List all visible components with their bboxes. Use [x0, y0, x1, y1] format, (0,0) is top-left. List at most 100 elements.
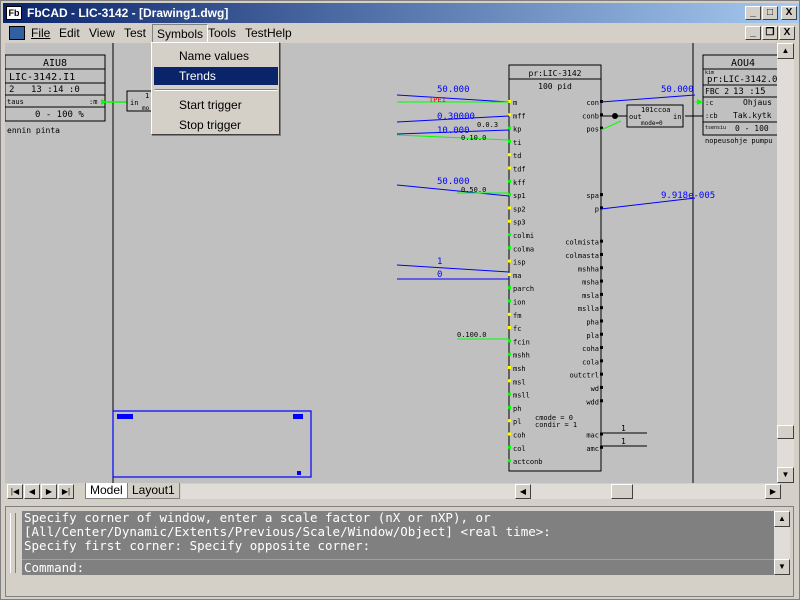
window-selection-rect[interactable]	[112, 410, 312, 478]
pid-right-pin-marker[interactable]	[600, 332, 603, 336]
pid-left-pin-marker[interactable]	[508, 445, 511, 449]
pid-left-pin-marker[interactable]	[508, 206, 511, 210]
command-window-grip[interactable]	[10, 513, 16, 573]
menu-item-name-values[interactable]: Name values	[179, 49, 250, 63]
minimize-button[interactable]: _	[745, 6, 761, 20]
pid-right-pin-marker[interactable]	[600, 292, 603, 296]
drawing-canvas[interactable]: AIU8 LIC-3142.I1 2 13 :14 :0 taus :m 0 -…	[5, 43, 777, 483]
pid-left-pin-label: ph	[513, 405, 521, 413]
pid-left-pin-label: sp1	[513, 192, 526, 200]
small-block[interactable]: 1 in mo	[126, 90, 154, 112]
doc-restore-button[interactable]: ❐	[762, 26, 778, 40]
pid-right-pin-marker[interactable]	[600, 113, 603, 117]
command-scroll-down-button[interactable]: ▼	[774, 559, 790, 575]
pid-right-pin-marker[interactable]	[600, 319, 603, 323]
pid-left-pin-marker[interactable]	[508, 166, 511, 170]
menu-file[interactable]: File	[27, 24, 54, 43]
pid-right-pin-marker[interactable]	[600, 346, 603, 350]
aiu-block[interactable]: AIU8 LIC-3142.I1 2 13 :14 :0 taus :m 0 -…	[5, 54, 106, 135]
tab-layout1[interactable]: Layout1	[127, 483, 180, 499]
aou-block[interactable]: AOU4 kim pr:LIC-3142.01 FBC 2 13 :15 :c …	[695, 54, 777, 145]
pid-left-pin-marker[interactable]	[508, 405, 511, 409]
pid-right-pin-marker[interactable]	[600, 372, 603, 376]
scroll-right-button[interactable]: ▶	[765, 484, 781, 499]
pid-right-pin-marker[interactable]	[600, 432, 603, 436]
pid-left-pin-marker[interactable]	[508, 126, 511, 130]
tab-first-button[interactable]: |◀	[7, 484, 23, 499]
pid-left-pin-marker[interactable]	[508, 272, 511, 276]
scroll-down-button[interactable]: ▼	[777, 467, 794, 483]
pid-right-pin-marker[interactable]	[600, 252, 603, 256]
tab-last-button[interactable]: ▶|	[58, 484, 74, 499]
pid-left-pin-marker[interactable]	[508, 339, 511, 343]
pid-right-pin-marker[interactable]	[600, 239, 603, 243]
pid-left-pin-marker[interactable]	[508, 379, 511, 383]
command-input[interactable]: Command:	[22, 559, 774, 575]
menu-symbols[interactable]: Symbols	[152, 24, 209, 43]
pid-right-pin-marker[interactable]	[600, 385, 603, 389]
pid-left-pin-marker[interactable]	[508, 392, 511, 396]
pid-right-pin-marker[interactable]	[600, 359, 603, 363]
scroll-left-button[interactable]: ◀	[515, 484, 531, 499]
doc-minimize-button[interactable]: _	[745, 26, 761, 40]
selection-handle-tl[interactable]	[117, 414, 133, 419]
pid-left-pin-marker[interactable]	[508, 312, 511, 316]
pid-right-pin-marker[interactable]	[600, 126, 603, 130]
menu-tools[interactable]: Tools	[204, 24, 240, 43]
canvas-vertical-scrollbar[interactable]: ▲ ▼	[777, 43, 794, 483]
pid-left-pin-marker[interactable]	[508, 246, 511, 250]
pid-left-pin-marker[interactable]	[508, 419, 511, 423]
command-scroll-up-button[interactable]: ▲	[774, 511, 790, 527]
pid-right-pin-marker[interactable]	[600, 193, 603, 197]
document-icon[interactable]	[9, 26, 25, 40]
pid-right-pin-marker[interactable]	[600, 206, 603, 210]
command-history: Specify corner of window, enter a scale …	[22, 511, 774, 559]
title-bar[interactable]: Fb FbCAD - LIC-3142 - [Drawing1.dwg] _ □…	[3, 3, 799, 23]
pid-right-pin-marker[interactable]	[600, 399, 603, 403]
selection-handle-tr[interactable]	[293, 414, 303, 419]
ccoa-block[interactable]: 101ccoa out in mode=0	[626, 104, 684, 128]
selection-handle-br[interactable]	[297, 471, 301, 475]
pid-left-pin-marker[interactable]	[508, 366, 511, 369]
pid-left-pin-marker[interactable]	[508, 233, 511, 236]
pid-left-pin-marker[interactable]	[508, 459, 511, 463]
canvas-horizontal-scrollbar[interactable]: ◀ ▶	[181, 484, 781, 499]
menu-item-start-trigger[interactable]: Start trigger	[179, 98, 242, 112]
pid-left-pin-marker[interactable]	[508, 259, 511, 263]
menu-test[interactable]: Test	[120, 24, 150, 43]
pid-left-pin-marker[interactable]	[508, 139, 511, 143]
tab-prev-button[interactable]: ◀	[24, 484, 40, 499]
pid-left-pin-marker[interactable]	[508, 100, 511, 103]
pid-left-pin-marker[interactable]	[508, 179, 511, 183]
pid-left-pin-marker[interactable]	[508, 193, 511, 197]
pid-right-pin-marker[interactable]	[600, 279, 603, 283]
aou-row2-a: FBC 2	[705, 87, 729, 96]
menu-edit[interactable]: Edit	[55, 24, 84, 43]
pid-right-pin-marker[interactable]	[600, 306, 603, 310]
pid-left-pin-marker[interactable]	[508, 352, 511, 356]
maximize-button[interactable]: □	[762, 6, 778, 20]
close-button[interactable]: X	[781, 6, 797, 20]
pid-block[interactable]: pr:LIC-3142 100 pid mmffkptitdtdfkffsp1s…	[508, 64, 603, 472]
doc-close-button[interactable]: X	[779, 26, 795, 40]
horizontal-scroll-thumb[interactable]	[611, 484, 633, 499]
tab-model[interactable]: Model	[85, 483, 128, 499]
pid-left-pin-marker[interactable]	[508, 153, 511, 157]
command-scrollbar[interactable]: ▲ ▼	[774, 511, 790, 575]
pid-left-pin-marker[interactable]	[508, 432, 511, 436]
tab-next-button[interactable]: ▶	[41, 484, 57, 499]
vertical-scroll-thumb[interactable]	[777, 425, 794, 439]
menu-testhelp[interactable]: TestHelp	[241, 24, 296, 43]
menu-item-stop-trigger[interactable]: Stop trigger	[179, 118, 242, 132]
pid-right-pin-marker[interactable]	[600, 445, 603, 449]
app-icon[interactable]: Fb	[6, 6, 22, 20]
pid-left-pin-marker[interactable]	[508, 219, 511, 223]
pid-left-pin-marker[interactable]	[508, 299, 511, 303]
pid-left-pin-marker[interactable]	[508, 113, 511, 117]
menu-view[interactable]: View	[85, 24, 119, 43]
menu-item-trends[interactable]: Trends	[154, 67, 278, 85]
scroll-up-button[interactable]: ▲	[777, 43, 794, 59]
pid-right-pin-marker[interactable]	[600, 266, 603, 270]
pid-left-pin-marker[interactable]	[508, 286, 511, 290]
pid-left-pin-marker[interactable]	[508, 326, 511, 330]
